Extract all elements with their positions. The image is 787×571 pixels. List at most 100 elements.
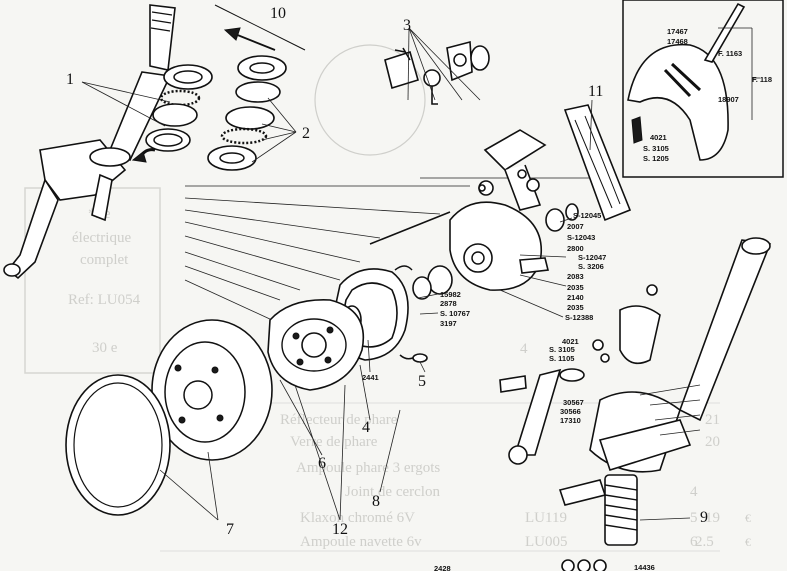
top-cone bbox=[225, 106, 275, 130]
bg-row-ref: LU119 bbox=[525, 510, 567, 526]
callout-7: 7 bbox=[226, 521, 234, 538]
leader-line bbox=[294, 384, 341, 521]
lever-ref: S. 3105 bbox=[549, 345, 575, 354]
arrow-head bbox=[131, 151, 147, 163]
leader-line bbox=[519, 274, 567, 287]
callout-8: 8 bbox=[372, 493, 380, 510]
drum-stud bbox=[324, 356, 332, 364]
steering-head-group bbox=[3, 4, 213, 280]
axle-nut-lower bbox=[593, 559, 607, 571]
bg-euro-sign: € bbox=[745, 511, 751, 525]
nut-hole bbox=[249, 62, 275, 74]
bg-box-price: 30 e bbox=[92, 340, 118, 356]
lever-bolt bbox=[526, 178, 540, 192]
cam-washer bbox=[565, 203, 579, 221]
leader-line bbox=[159, 469, 219, 521]
small-washer bbox=[600, 353, 610, 363]
lever-ref: 30567 bbox=[563, 398, 584, 407]
bg-row-label: Ampoule phare 3 ergots bbox=[296, 460, 440, 476]
bg-box-line-2: électrique bbox=[72, 230, 131, 246]
bg-row-label: Réflecteur de phare bbox=[280, 412, 398, 428]
hub-ref: S-12047 bbox=[578, 253, 606, 262]
callout-11: 11 bbox=[588, 83, 603, 100]
grease-nipple bbox=[412, 353, 428, 363]
lever-ref: 30566 bbox=[560, 407, 581, 416]
ball-race bbox=[159, 89, 201, 107]
hub-ref: 2800 bbox=[567, 244, 584, 253]
small-nut bbox=[478, 184, 486, 192]
leader-line bbox=[184, 209, 381, 239]
drum-ref: 2878 bbox=[440, 299, 457, 308]
bg-euro-sign: € bbox=[745, 535, 751, 549]
leader-line bbox=[81, 81, 171, 103]
callout-2: 2 bbox=[302, 125, 310, 142]
axle-cap bbox=[561, 559, 575, 571]
bearing-cone-inner bbox=[173, 70, 203, 84]
leader-line bbox=[419, 361, 426, 373]
callout-3: 3 bbox=[403, 17, 411, 34]
callout-6: 6 bbox=[318, 455, 326, 472]
ignition-switch-group bbox=[384, 27, 490, 105]
leader-line bbox=[408, 27, 436, 101]
callout-4: 4 bbox=[362, 419, 370, 436]
ignition-switch bbox=[384, 50, 419, 90]
guide-line bbox=[214, 4, 306, 51]
fork-eye bbox=[3, 263, 21, 277]
lever-ref: S. 1105 bbox=[549, 354, 574, 363]
cam-bush bbox=[545, 208, 565, 232]
tyre-inner bbox=[73, 382, 163, 508]
fork-stem bbox=[108, 71, 172, 162]
leader-line bbox=[499, 289, 564, 318]
rim-hole bbox=[174, 364, 182, 372]
rim-hole bbox=[178, 416, 186, 424]
leader-line bbox=[261, 123, 297, 133]
key-head bbox=[423, 69, 441, 87]
leader-fan bbox=[184, 177, 610, 321]
washer bbox=[235, 81, 281, 103]
drum-ref: 2441 bbox=[362, 373, 379, 382]
drum-stud bbox=[326, 326, 334, 334]
lower-cup bbox=[207, 145, 257, 171]
link-bolt bbox=[499, 375, 527, 393]
inset-ribs bbox=[663, 62, 702, 98]
leader-line bbox=[359, 364, 371, 421]
leader-line bbox=[367, 339, 371, 373]
brake-hub-group: S-12045 2007 S-12043 2800 S-12047 S. 320… bbox=[184, 104, 632, 322]
callout-1: 1 bbox=[66, 71, 74, 88]
leader-line bbox=[419, 312, 439, 315]
leader-line bbox=[659, 429, 701, 436]
inset-ref: 17468 bbox=[667, 37, 688, 46]
drum-rim bbox=[281, 318, 347, 372]
hub-ref: S. 3206 bbox=[578, 262, 604, 271]
leader-line bbox=[649, 399, 701, 406]
leader-line bbox=[559, 217, 573, 223]
hub-ref: S-12388 bbox=[565, 313, 593, 322]
hub-ref: 2140 bbox=[567, 293, 584, 302]
leader-line bbox=[267, 97, 297, 133]
leader-line bbox=[519, 254, 567, 258]
foot-pedal bbox=[563, 104, 632, 222]
ghost-headlamp bbox=[314, 44, 426, 156]
bg-row-price: 20 bbox=[705, 434, 720, 450]
hub-ref: S-12045 bbox=[573, 211, 601, 220]
drum-ref: S. 10767 bbox=[440, 309, 470, 318]
cup-hole bbox=[219, 152, 245, 164]
headlamp-bracket bbox=[619, 305, 661, 365]
bg-row-price: 2.5 bbox=[695, 534, 714, 550]
leader-line bbox=[408, 27, 463, 101]
leader-line bbox=[184, 251, 301, 291]
drum-centre bbox=[301, 332, 327, 358]
inset-bolt bbox=[631, 116, 643, 144]
leader-line bbox=[339, 384, 346, 521]
hub-ref: 2035 bbox=[567, 303, 584, 312]
lever-pin bbox=[517, 169, 527, 179]
hub-ref: 2007 bbox=[567, 222, 584, 231]
bg-stray-number: 4 bbox=[520, 341, 528, 357]
leader-line bbox=[251, 131, 297, 163]
leader-line bbox=[261, 131, 297, 141]
leader-line bbox=[589, 99, 593, 151]
brake-shoe-group: 15982 2878 S. 10767 3197 2441 bbox=[267, 265, 470, 391]
hub-bore bbox=[471, 251, 485, 265]
brake-lever-arm bbox=[483, 129, 547, 172]
inset-stem bbox=[703, 2, 746, 63]
